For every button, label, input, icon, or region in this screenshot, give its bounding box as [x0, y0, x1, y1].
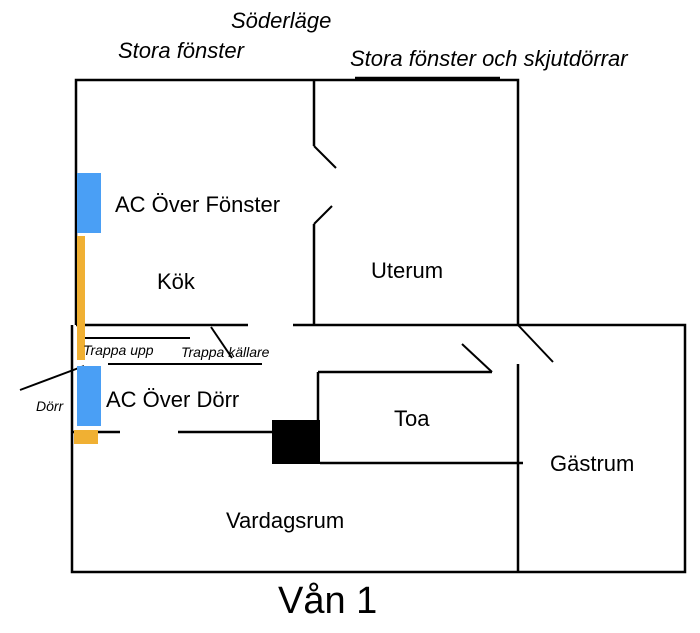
basement-stair-door-swing [210, 326, 233, 359]
stair-rail [77, 236, 85, 360]
guest-room-door-swing [517, 324, 554, 363]
room-sunroom: Uterum [371, 258, 444, 283]
ac-over-door-label: AC Över Dörr [106, 387, 240, 412]
ac-unit-window [77, 173, 101, 233]
door-label: Dörr [36, 398, 64, 414]
toilet-door-swing [461, 343, 493, 373]
large-windows-note: Stora fönster [118, 38, 244, 63]
stairs-up-label: Trappa upp [83, 342, 154, 358]
entrance-door-swing [19, 365, 85, 391]
sliding-doors-note: Stora fönster och skjutdörrar [350, 46, 628, 71]
room-living: Vardagsrum [226, 508, 345, 533]
stairs-basement-label: Trappa källare [181, 344, 270, 360]
ac-over-window-label: AC Över Fönster [115, 192, 281, 217]
room-kitchen: Kök [157, 269, 195, 294]
kitchen-sunroom-door-swing-2 [313, 205, 333, 225]
orientation-note: Söderläge [231, 8, 332, 33]
black-fixture [272, 420, 320, 464]
ac-unit-door [77, 366, 101, 426]
room-guest: Gästrum [550, 451, 635, 476]
room-toilet: Toa [394, 406, 430, 431]
door-marker [74, 430, 98, 444]
floor-title: Vån 1 [278, 580, 378, 622]
kitchen-sunroom-door-swing [313, 145, 337, 169]
lower-floor-wall [70, 323, 687, 574]
